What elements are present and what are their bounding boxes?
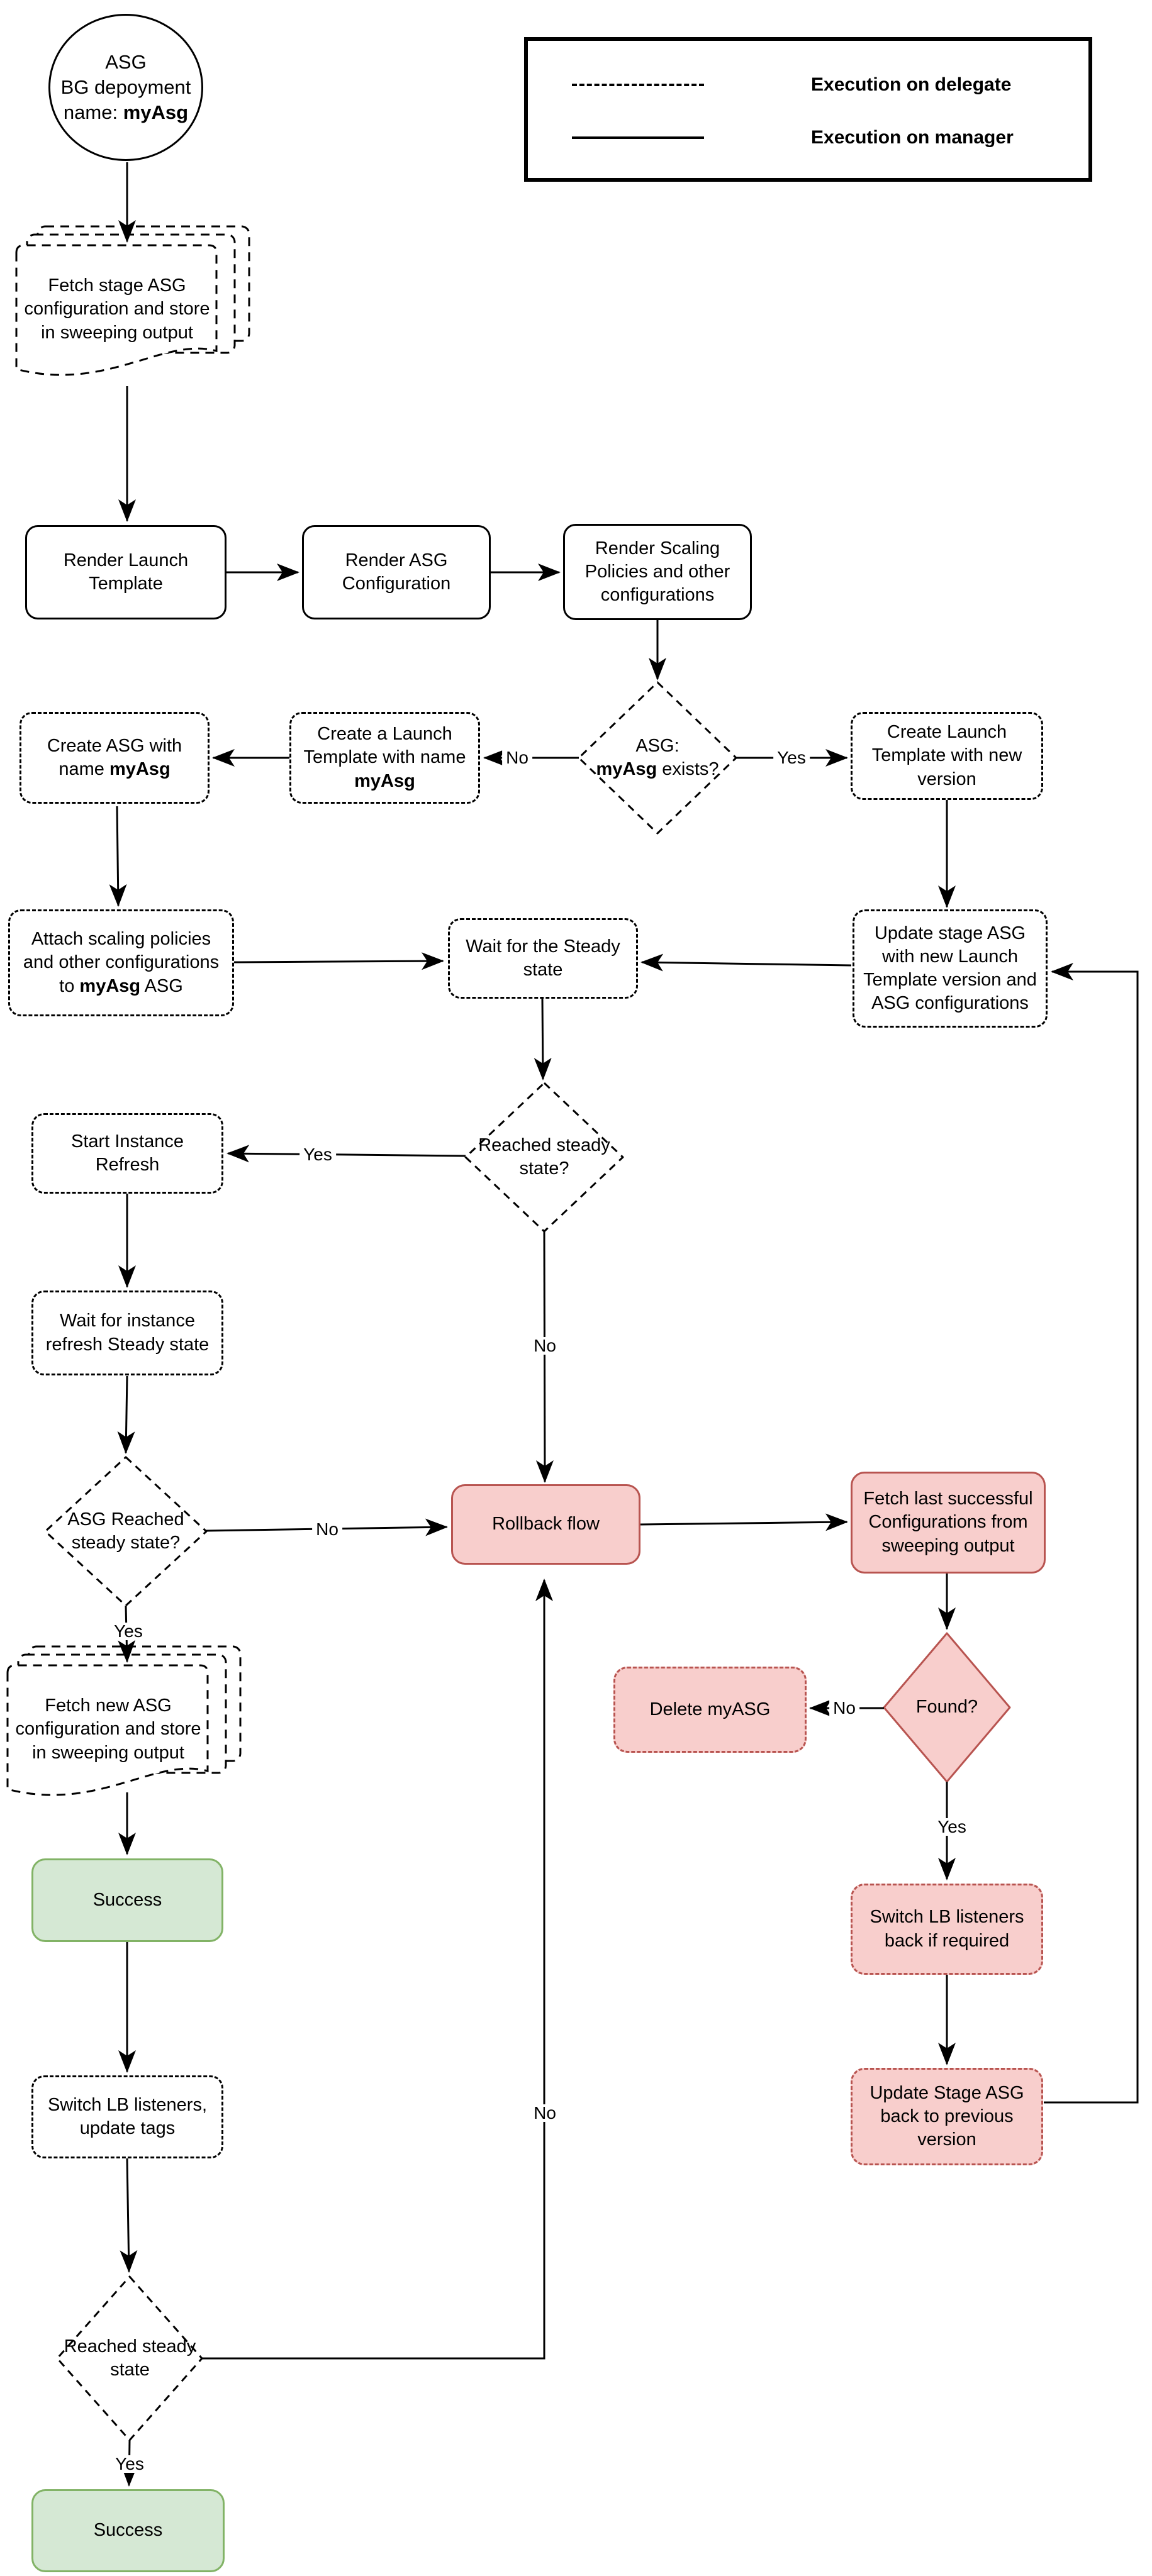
switch-lb-node: Switch LB listeners, update tags — [31, 2075, 223, 2158]
fetch-new-node: Fetch new ASG configuration and store in… — [10, 1679, 206, 1780]
create-lt-new-node: Create Launch Template with new version — [851, 712, 1043, 800]
edge-label-no-steady: No — [530, 1337, 560, 1355]
wait-instance-refresh-node: Wait for instance refresh Steady state — [31, 1291, 223, 1375]
switch-back-label: Switch LB listeners back if required — [870, 1907, 1024, 1951]
wait-instance-refresh-label: Wait for instance refresh Steady state — [45, 1311, 210, 1355]
legend-row-delegate: Execution on delegate — [528, 72, 1088, 97]
decision-asg-exists: ASG: myAsg exists? — [585, 716, 730, 800]
edge-rollback-to-fetchlast — [640, 1513, 848, 1531]
edge-reached-no — [535, 1231, 554, 1483]
legend-delegate-label: Execution on delegate — [811, 74, 1012, 95]
edge-label-yes-bottom: Yes — [111, 2455, 148, 2473]
edge-label-no-exists: No — [502, 749, 532, 767]
render-asg-label: Render ASG Configuration — [342, 550, 451, 594]
start-name-bold: myAsg — [123, 101, 189, 123]
edge-label-no-bottom: No — [530, 2104, 560, 2122]
create-asg-bold: myAsg — [109, 759, 171, 779]
attach-bold: myAsg — [79, 975, 141, 996]
render-scaling-node: Render Scaling Policies and other config… — [563, 524, 752, 620]
document-shape-fetch-stage — [15, 225, 250, 376]
decision-found: Found? — [892, 1685, 1002, 1729]
asg-exists-bold: myAsg — [596, 759, 657, 779]
rollback-label: Rollback flow — [492, 1514, 600, 1535]
decision-asg-exists-shape — [578, 681, 737, 835]
fetch-last-label: Fetch last successful Configurations fro… — [863, 1489, 1033, 1556]
success-node-2: Success — [31, 2489, 225, 2572]
delete-asg-label: Delete myASG — [649, 1699, 771, 1719]
reached-steady-label: Reached steady state? — [478, 1135, 610, 1179]
render-asg-node: Render ASG Configuration — [302, 525, 491, 619]
attach-text2: ASG — [140, 975, 183, 996]
create-lt-new-label: Create Launch Template with new version — [871, 722, 1022, 789]
success-node-1: Success — [31, 1858, 223, 1942]
start-refresh-node: Start Instance Refresh — [31, 1113, 223, 1194]
attach-policies-node: Attach scaling policies and other config… — [8, 909, 234, 1016]
decision-reached-steady: Reached steady state? — [472, 1115, 617, 1199]
edge-reached-yes — [226, 1145, 466, 1163]
fetch-stage-node: Fetch stage ASG configuration and store … — [19, 259, 215, 360]
start-line1: ASG — [105, 51, 147, 74]
edge-create-asg-to-attach — [109, 806, 127, 907]
found-label: Found? — [915, 1697, 978, 1718]
fetch-last-node: Fetch last successful Configurations fro… — [851, 1472, 1046, 1574]
fetch-stage-label: Fetch stage ASG configuration and store … — [24, 275, 210, 343]
create-asg-node: Create ASG with name myAsg — [20, 712, 210, 804]
update-back-node: Update Stage ASG back to previous versio… — [851, 2068, 1043, 2165]
decision-asg-reached-shape — [44, 1456, 208, 1607]
solid-line-sample — [572, 136, 704, 139]
start-node: ASG BG depoyment name: myAsg — [48, 14, 203, 161]
edge-label-yes-steady: Yes — [299, 1146, 336, 1163]
render-launch-label: Render Launch Template — [63, 550, 189, 594]
decision-asg-reached: ASG Reached steady state? — [53, 1489, 198, 1574]
edge-attach-to-wait — [233, 952, 444, 970]
legend-manager-label: Execution on manager — [811, 127, 1014, 148]
legend-row-manager: Execution on manager — [528, 125, 1088, 150]
update-stage-node: Update stage ASG with new Launch Templat… — [853, 909, 1048, 1028]
success-1-label: Success — [92, 1889, 162, 1910]
asg-reached-label: ASG Reached steady state? — [67, 1509, 184, 1553]
update-stage-label: Update stage ASG with new Launch Templat… — [863, 923, 1037, 1014]
reached-steady2-label: Reached steady state — [64, 2336, 196, 2380]
switch-back-node: Switch LB listeners back if required — [851, 1884, 1043, 1975]
asg-exists-rest: exists? — [657, 759, 719, 779]
create-a-lt-text: Create a Launch Template with name — [303, 724, 466, 768]
asg-exists-line1: ASG: — [635, 735, 679, 756]
edge-wait-to-reached — [534, 998, 552, 1080]
edge-updateback-loop-to-update — [1044, 963, 1139, 2104]
edge-label-yes-exists: Yes — [773, 749, 810, 767]
edge-waitir-to-asgreached — [117, 1375, 135, 1454]
edge-reached2-no-loop — [202, 1579, 553, 2360]
render-launch-node: Render Launch Template — [25, 525, 226, 619]
create-asg-text: Create ASG with name — [47, 735, 182, 779]
create-a-lt-bold: myAsg — [354, 770, 415, 791]
edge-label-yes-found: Yes — [934, 1818, 970, 1836]
start-line2: BG depoyment — [60, 76, 191, 99]
attach-text1: Attach scaling policies and other config… — [23, 929, 220, 996]
legend: Execution on delegate Execution on manag… — [524, 37, 1092, 182]
start-refresh-label: Start Instance Refresh — [71, 1131, 184, 1175]
wait-steady-label: Wait for the Steady state — [466, 936, 620, 980]
rollback-node: Rollback flow — [451, 1484, 640, 1565]
delete-asg-node: Delete myASG — [613, 1667, 807, 1753]
edge-update-to-wait — [640, 953, 852, 972]
update-back-label: Update Stage ASG back to previous versio… — [870, 2082, 1024, 2150]
create-a-lt-node: Create a Launch Template with name myAsg — [289, 712, 480, 804]
switch-lb-label: Switch LB listeners, update tags — [47, 2094, 208, 2138]
render-scaling-label: Render Scaling Policies and other config… — [584, 538, 730, 606]
decision-reached-steady2: Reached steady state — [59, 2316, 201, 2401]
edge-label-no-asg-reached: No — [312, 1521, 342, 1538]
edge-label-no-found: No — [829, 1699, 859, 1717]
success-2-label: Success — [93, 2520, 163, 2541]
start-line3: name: — [63, 101, 123, 123]
fetch-new-label: Fetch new ASG configuration and store in… — [15, 1696, 201, 1763]
edge-label-yes-asg-reached: Yes — [110, 1623, 147, 1640]
dashed-line-sample — [572, 84, 704, 86]
edge-switchlb-to-reached2 — [120, 2158, 138, 2273]
wait-steady-node: Wait for the Steady state — [448, 918, 638, 999]
